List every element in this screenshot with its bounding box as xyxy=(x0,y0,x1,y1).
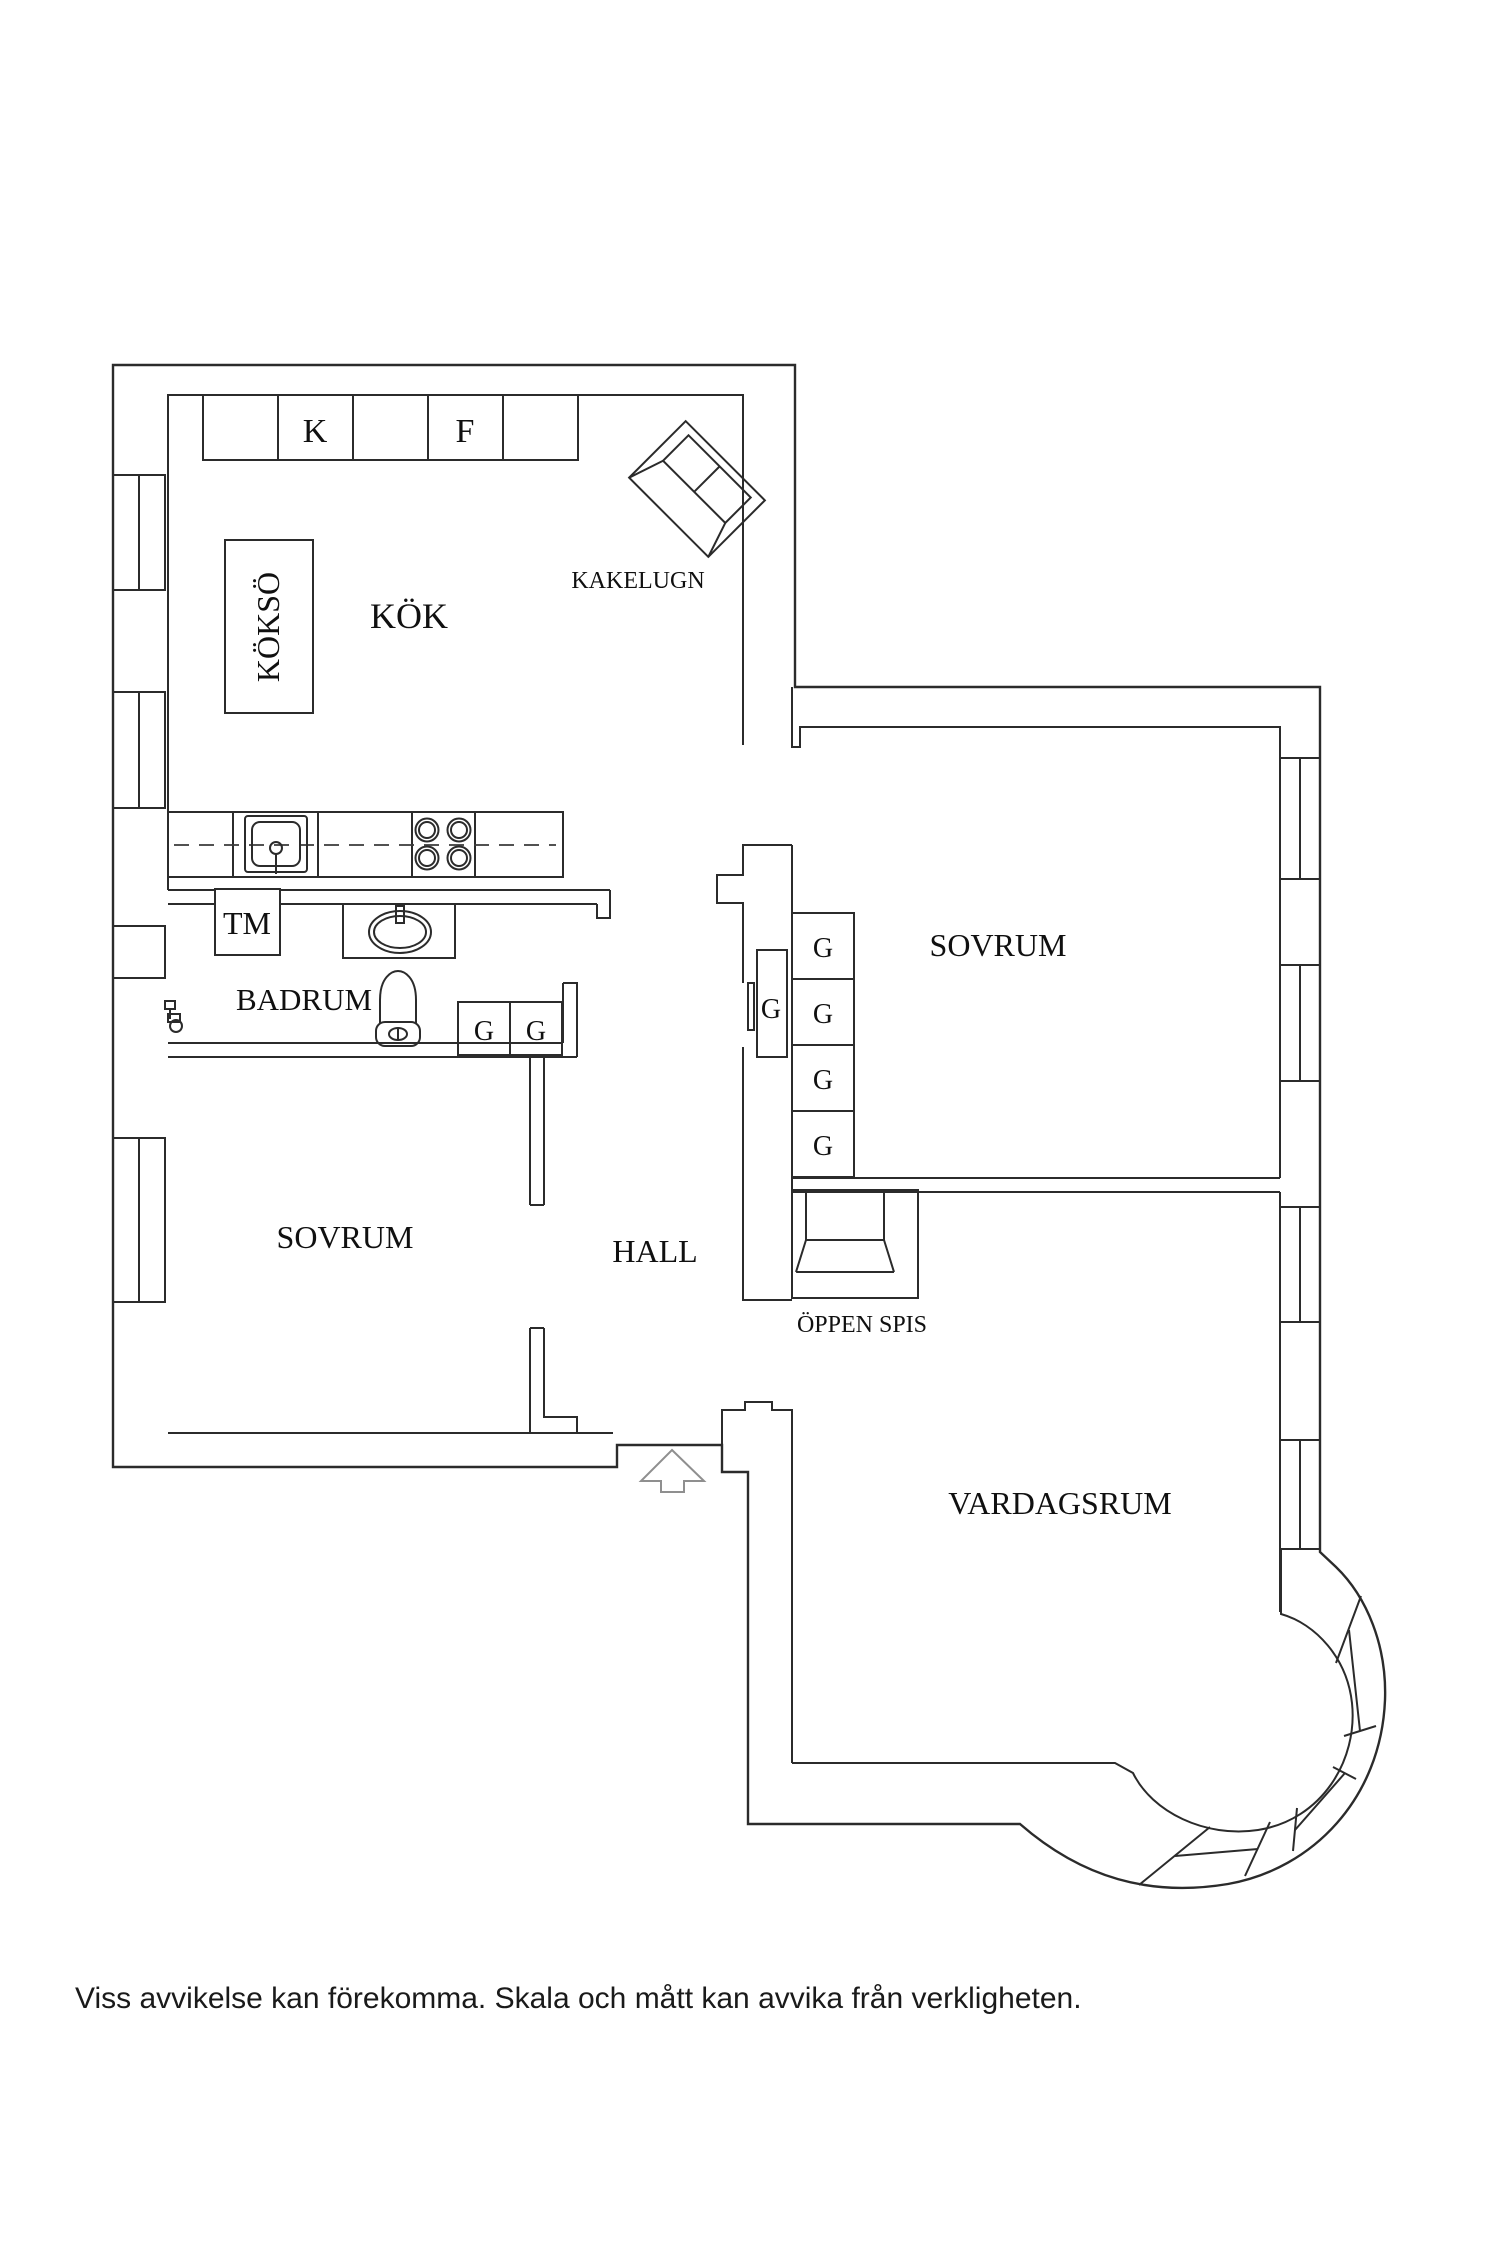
window xyxy=(112,474,166,1303)
kitchen-counter xyxy=(168,811,564,878)
wardrobe-label: G xyxy=(813,933,833,964)
washing-machine-label: TM xyxy=(223,905,271,941)
toilet-icon xyxy=(375,969,421,1047)
cabinet-k-label: K xyxy=(303,413,328,450)
wardrobe-label: G xyxy=(813,999,833,1030)
window xyxy=(1279,757,1321,1550)
wardrobe-column: G G G G xyxy=(791,912,855,1178)
tiled-stove-label: KAKELUGN xyxy=(571,568,704,594)
washing-machine: TM xyxy=(214,888,281,956)
bay-window xyxy=(1138,1595,1377,1886)
kitchen-island: KÖKSÖ xyxy=(224,539,314,714)
wardrobe-label: G xyxy=(474,1016,494,1047)
exterior-walls xyxy=(111,363,1387,1890)
wardrobe-label: G xyxy=(813,1131,833,1162)
interior-walls xyxy=(167,394,1354,1833)
shower-valve-icon xyxy=(164,1000,183,1033)
disclaimer-text: Viss avvikelse kan förekomma. Skala och … xyxy=(75,1982,1082,2015)
kitchen-island-label: KÖKSÖ xyxy=(250,572,286,682)
fireplace-label: ÖPPEN SPIS xyxy=(797,1312,927,1338)
bathroom-label: BADRUM xyxy=(236,982,372,1017)
entrance-arrow-icon xyxy=(638,1448,707,1493)
hall-label: HALL xyxy=(612,1233,697,1269)
hall-closet: G xyxy=(747,949,788,1058)
fireplace-icon xyxy=(791,1189,919,1299)
kitchen-sink-icon xyxy=(244,815,308,874)
bathroom-vanity xyxy=(342,903,456,959)
wardrobe-label: G xyxy=(526,1016,546,1047)
tiled-stove-icon xyxy=(627,419,767,559)
wardrobe-box: G G xyxy=(457,1001,563,1056)
cabinet-f-label: F xyxy=(456,413,475,450)
bedroom-right-label: SOVRUM xyxy=(930,927,1067,963)
bedroom-left-label: SOVRUM xyxy=(277,1219,414,1255)
stove-burners-icon xyxy=(414,817,472,871)
wardrobe-label: G xyxy=(761,994,781,1025)
living-room-label: VARDAGSRUM xyxy=(948,1485,1171,1521)
kitchen-label: KÖK xyxy=(370,596,448,636)
wardrobe-label: G xyxy=(813,1065,833,1096)
kitchen-cabinets: K F xyxy=(202,394,579,461)
